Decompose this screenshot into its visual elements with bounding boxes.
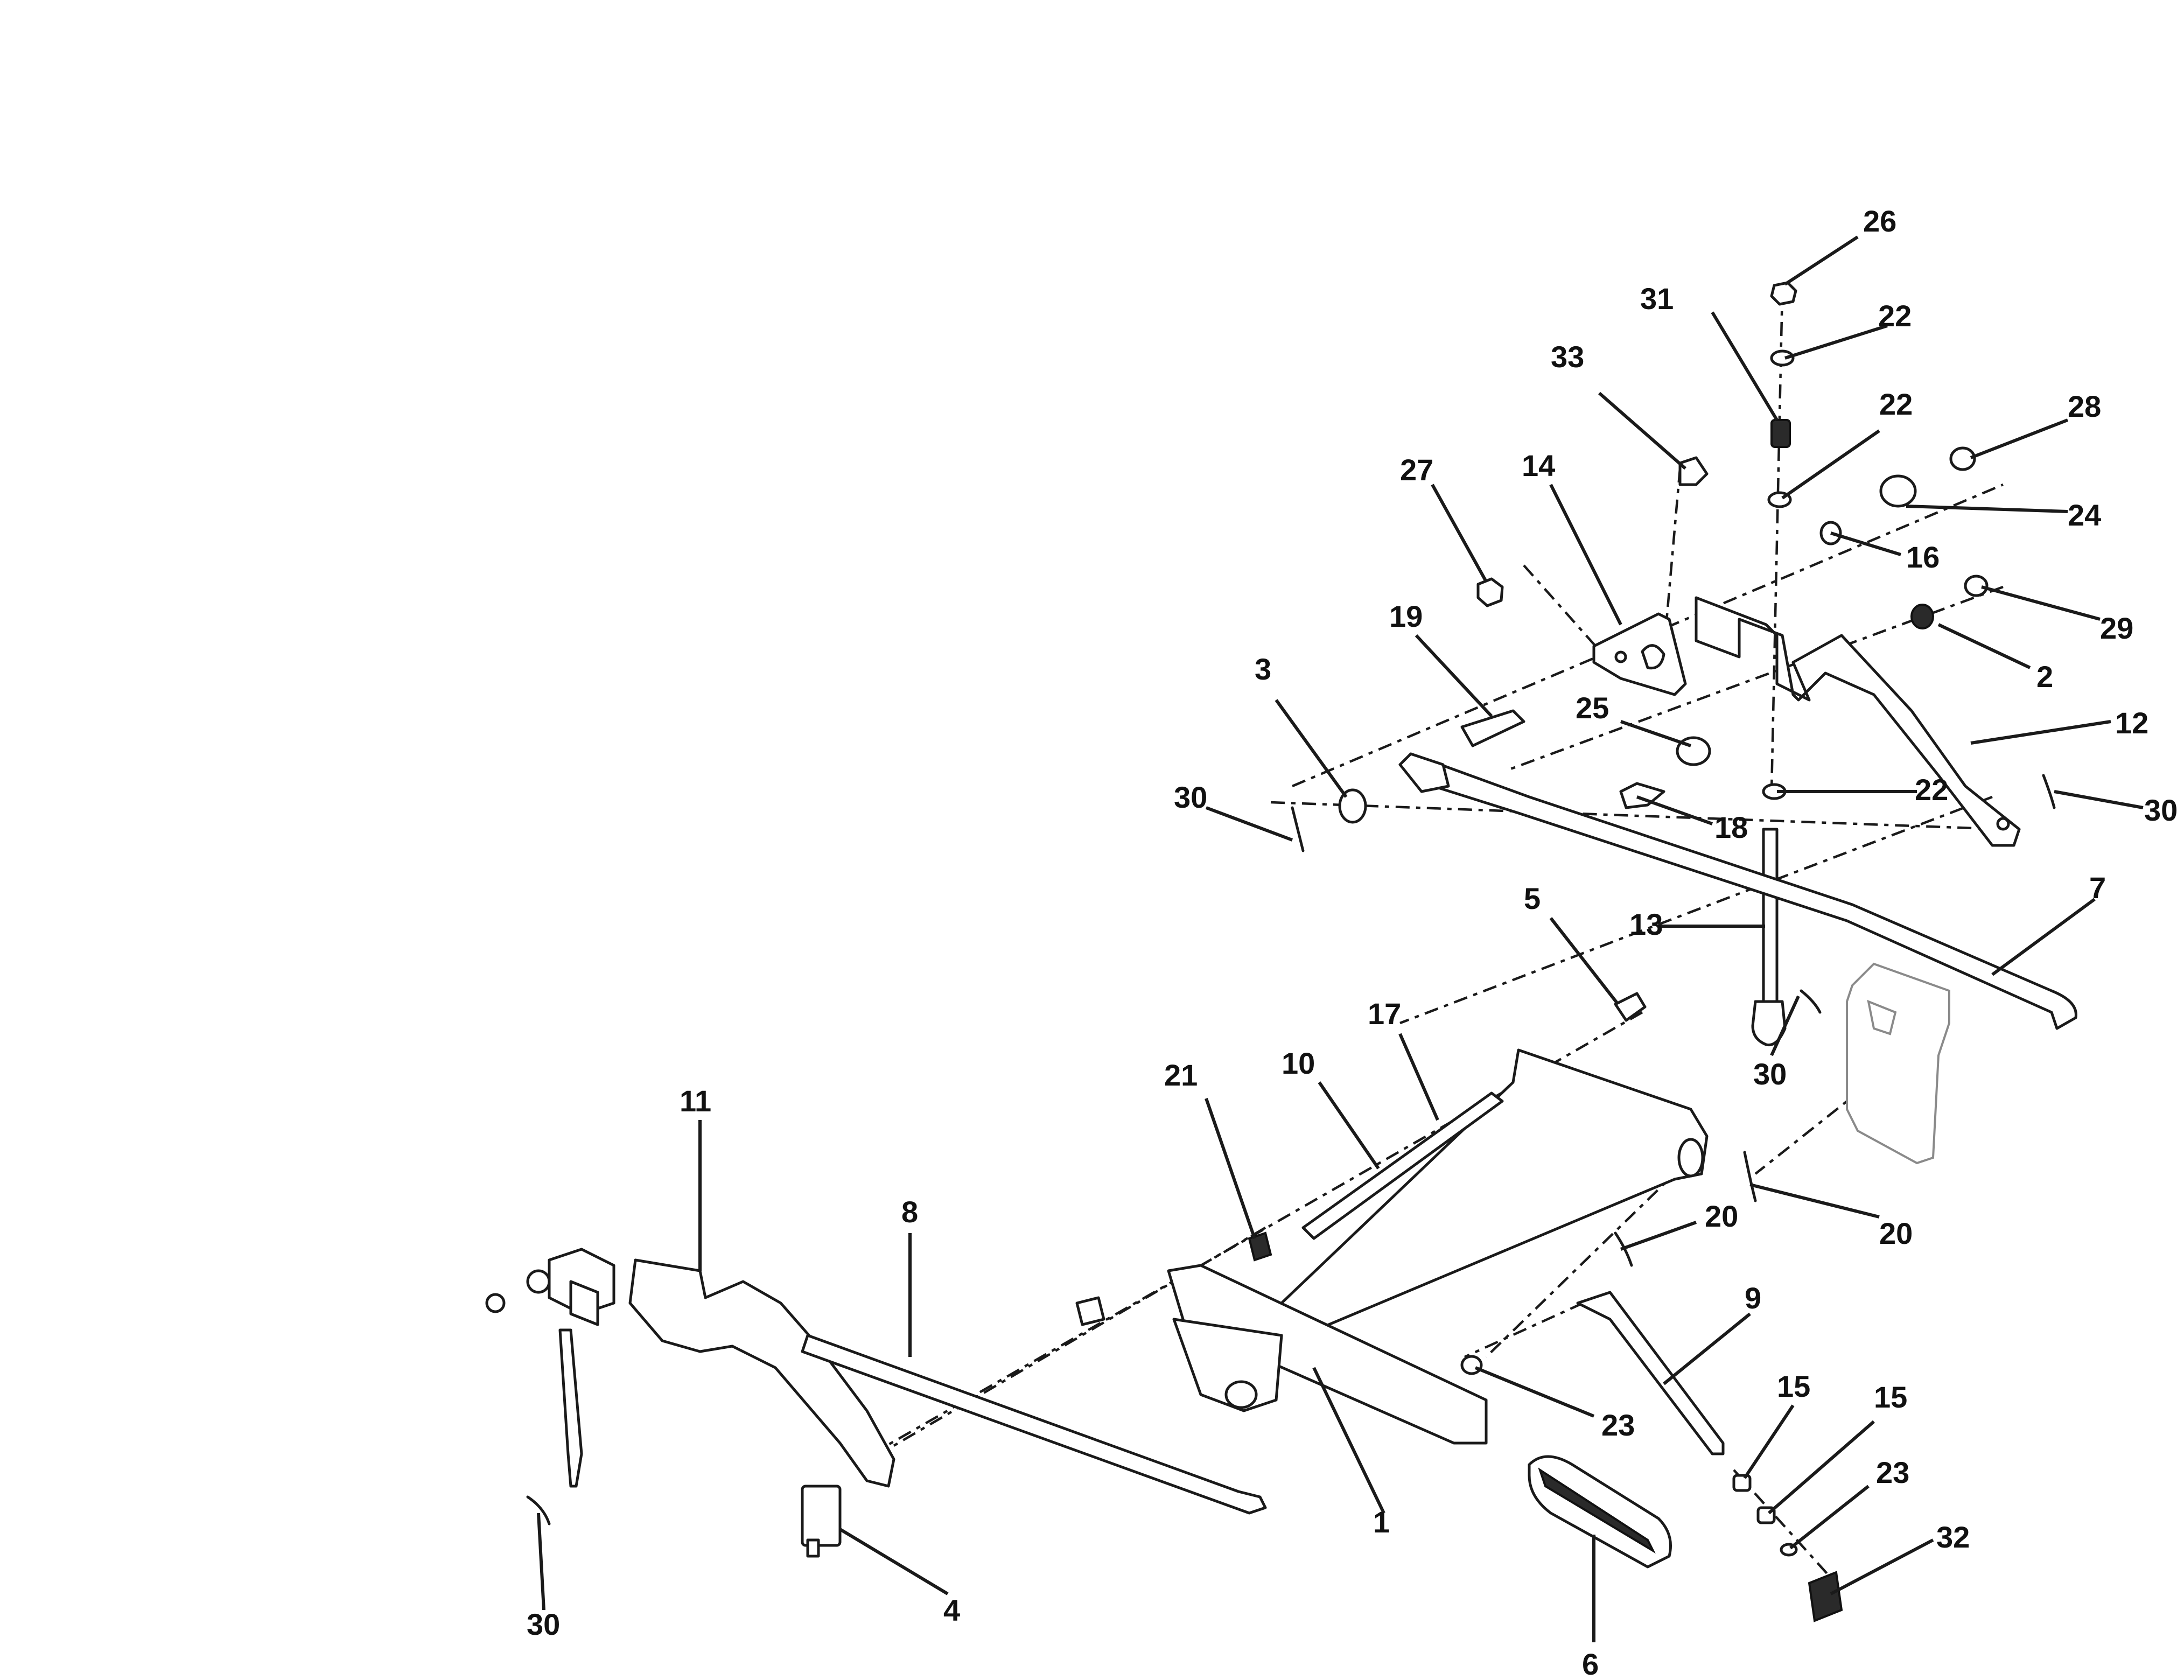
callout-28: 28 [2068,389,2101,423]
part-28-nut [1949,446,1976,471]
part-4-switch [801,1485,842,1558]
callout-16: 16 [1906,540,1940,574]
part-29-nut [1964,575,1989,597]
callout-30d: 30 [527,1607,560,1641]
leader-lines [537,235,2144,1642]
part-18-bolt [1619,782,1665,809]
part-1-shaft [1167,1048,1709,1445]
part-15-spacers [1732,1474,1776,1524]
part-13-rod [1751,828,1787,1047]
clip-30b [2042,774,2056,809]
callout-20a: 20 [1705,1199,1738,1233]
callout-14: 14 [1522,449,1555,482]
part-27-nut [1476,577,1504,607]
part-6-pedal-pad [1528,1455,1672,1569]
callout-30a: 30 [1174,780,1207,814]
callout-33: 33 [1551,340,1584,374]
part-9-arm [1576,1291,1725,1455]
callout-30b: 30 [2144,793,2178,827]
callout-17: 17 [1368,997,1401,1031]
hairpin-clips [526,774,2056,1525]
part-7-rod [1398,752,2077,1030]
clip-30a [1291,806,1305,852]
clip-20a [1743,1151,1757,1202]
part-2-bushing [1910,604,1934,629]
small-hardware [1476,446,1989,629]
part-11-linkage [485,1248,1267,1515]
part-31-spring [1770,419,1791,448]
part-14-plate [1592,612,1687,696]
callout-19: 19 [1389,599,1423,633]
callout-8: 8 [901,1195,918,1229]
callout-27: 27 [1400,453,1433,487]
part-21-pin [1248,1231,1272,1262]
part-33-bolt [1678,456,1709,486]
callout-6: 6 [1582,1647,1599,1680]
callout-12: 12 [2115,706,2148,740]
callout-20b: 20 [1879,1216,1913,1250]
callout-1: 1 [1373,1505,1390,1539]
callout-23a: 23 [1601,1408,1635,1442]
part-10-rod [1301,1091,1504,1240]
callout-15b: 15 [1874,1380,1907,1414]
callout-2: 2 [2036,660,2053,694]
part-23-washer [1460,1355,1483,1375]
callout-31: 31 [1640,282,1674,316]
callout-24: 24 [2068,498,2101,532]
callout-5: 5 [1524,881,1541,915]
part-3-washer [1338,788,1367,824]
callout-13: 13 [1629,907,1663,941]
callout-9: 9 [1745,1281,1761,1315]
part-24-washer [1879,474,1917,508]
callout-11: 11 [680,1084,711,1118]
callout-21: 21 [1164,1058,1198,1092]
clip-30d [526,1495,551,1525]
part-19-stud [1460,709,1525,747]
callout-22b: 22 [1879,387,1913,421]
callout-26: 26 [1863,204,1896,238]
callout-15a: 15 [1777,1369,1810,1403]
mounting-bracket [1846,962,1950,1165]
callout-32: 32 [1936,1520,1970,1554]
callout-18: 18 [1714,810,1748,844]
callout-22c: 22 [1915,773,1948,807]
callout-4: 4 [943,1593,960,1627]
part-12-bracket [1695,596,2021,847]
callout-25: 25 [1576,691,1609,725]
callout-30c: 30 [1753,1057,1787,1091]
callout-labels: 1 2 3 4 5 6 7 8 9 10 11 12 13 14 15 15 1… [527,204,2178,1680]
callout-7: 7 [2089,871,2106,905]
callout-3: 3 [1255,652,1271,686]
callout-22a: 22 [1878,299,1912,333]
part-26-nut [1770,281,1797,306]
part-32-spring [1808,1571,1843,1622]
callout-23b: 23 [1876,1455,1909,1489]
part-5-bushing [1614,992,1647,1022]
callout-10: 10 [1282,1046,1315,1080]
clip-30c [1800,989,1822,1014]
callout-29: 29 [2100,611,2133,645]
